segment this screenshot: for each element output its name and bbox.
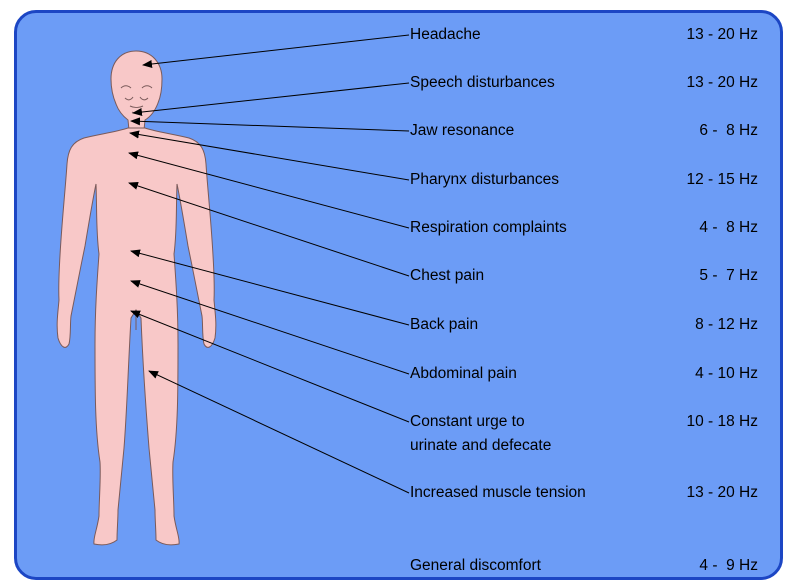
human-figure [57, 51, 216, 545]
frequency-discomfort: 4 - 9 Hz [699, 556, 758, 576]
frequency-urge: 10 - 18 Hz [686, 412, 758, 432]
symptom-label-pharynx: Pharynx disturbances [410, 170, 559, 190]
frequency-chest: 5 - 7 Hz [699, 266, 758, 286]
symptom-label-headache: Headache [410, 25, 481, 45]
symptom-label-urge-line1: Constant urge to [410, 412, 525, 432]
symptom-label-discomfort: General discomfort [410, 556, 541, 576]
symptom-label-chest: Chest pain [410, 266, 484, 286]
frequency-back: 8 - 12 Hz [695, 315, 758, 335]
symptom-label-jaw: Jaw resonance [410, 121, 514, 141]
leader-line-headache [143, 35, 409, 65]
leader-line-jaw [131, 121, 409, 131]
frequency-pharynx: 12 - 15 Hz [686, 170, 758, 190]
symptom-label-muscle: Increased muscle tension [410, 483, 586, 503]
symptom-label-speech: Speech disturbances [410, 73, 555, 93]
leader-line-speech [133, 83, 409, 113]
symptom-label-back: Back pain [410, 315, 478, 335]
frequency-respiration: 4 - 8 Hz [699, 218, 758, 238]
frequency-headache: 13 - 20 Hz [686, 25, 758, 45]
frequency-speech: 13 - 20 Hz [686, 73, 758, 93]
frequency-jaw: 6 - 8 Hz [699, 121, 758, 141]
symptom-label-abdominal: Abdominal pain [410, 364, 517, 384]
leader-line-muscle [149, 371, 409, 493]
symptom-label-respiration: Respiration complaints [410, 218, 567, 238]
frequency-abdominal: 4 - 10 Hz [695, 364, 758, 384]
symptom-label-urge-line2: urinate and defecate [410, 436, 551, 456]
frequency-muscle: 13 - 20 Hz [686, 483, 758, 503]
